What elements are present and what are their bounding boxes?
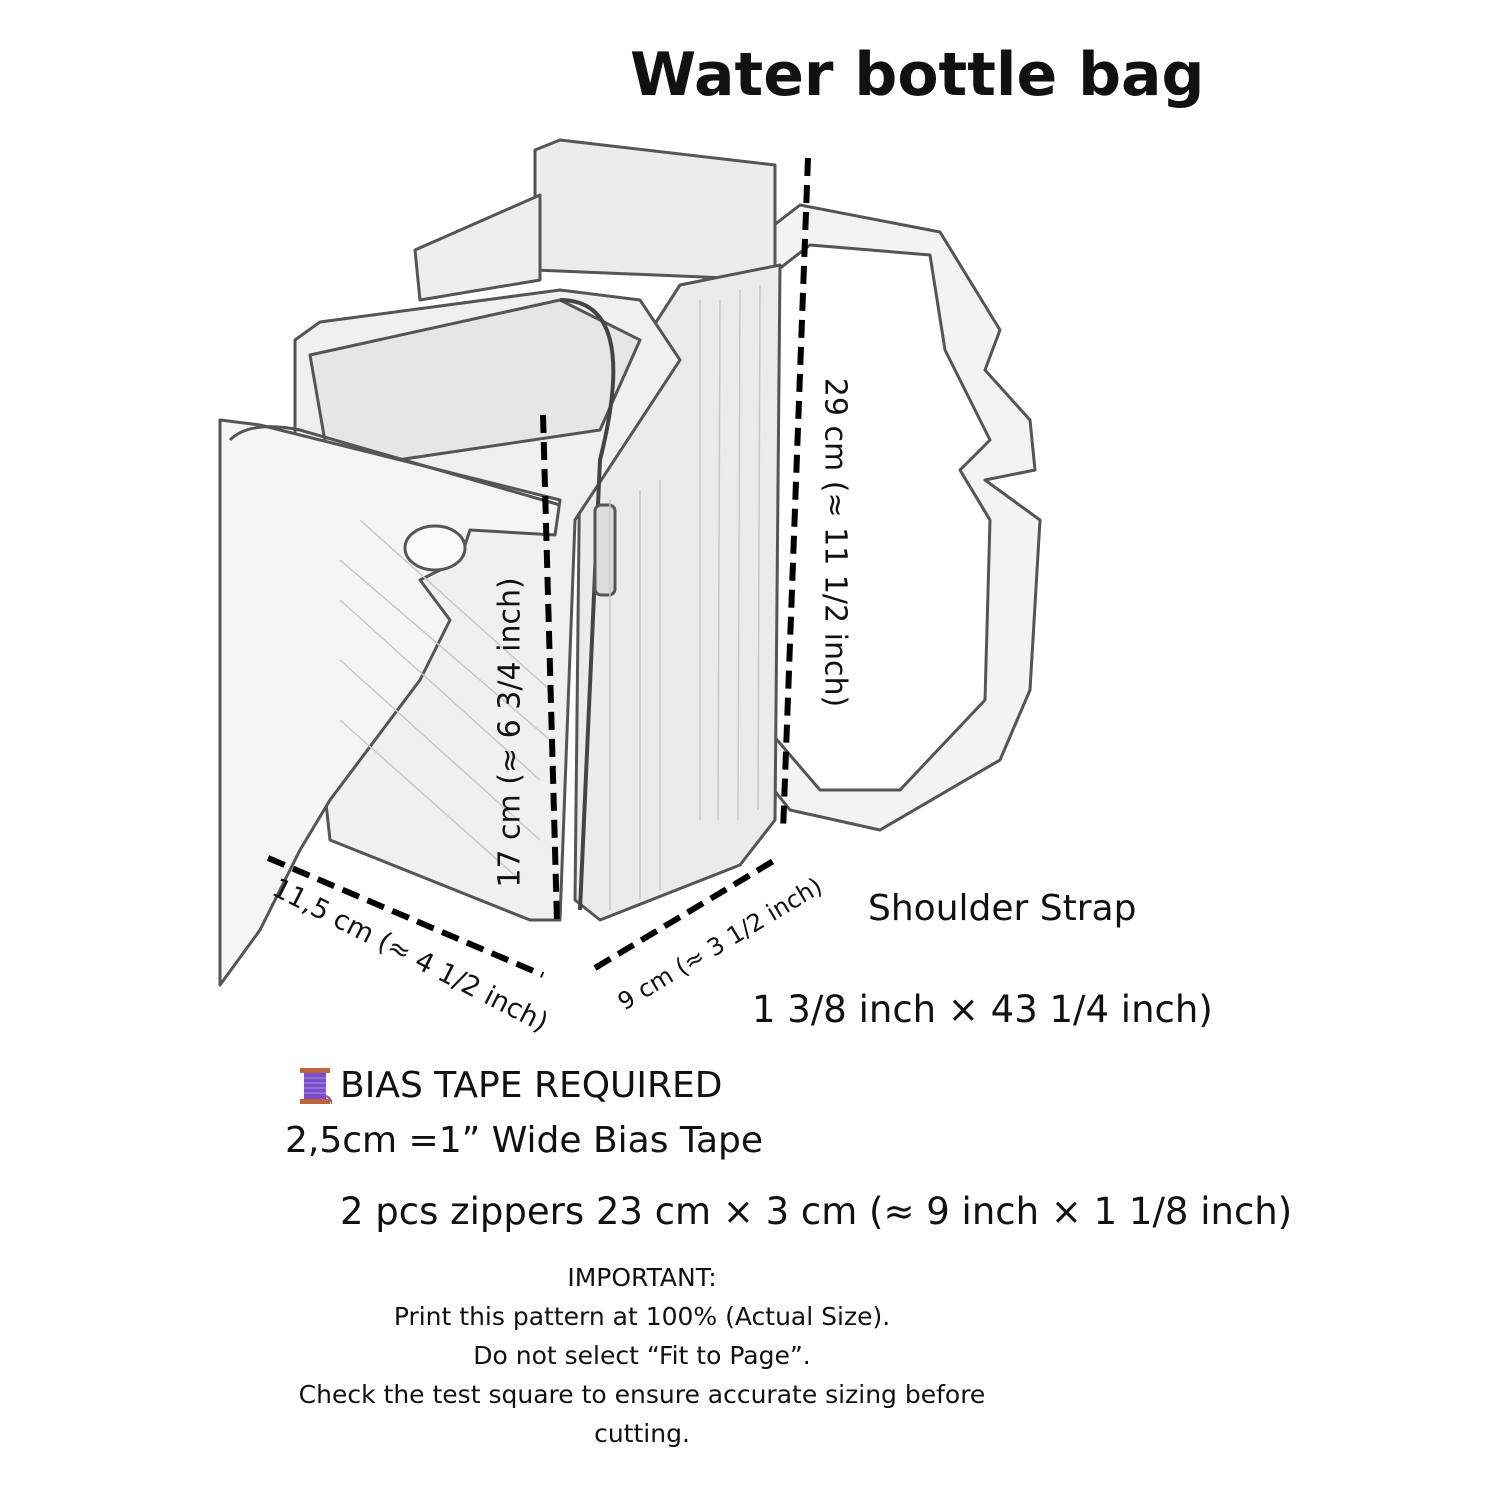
shoulder-strap-label: Shoulder Strap (868, 888, 1137, 929)
dimension-line-11cm (266, 855, 545, 978)
dimension-line-29cm (780, 157, 811, 833)
height-front-label: 17 cm (≈ 6 3/4 inch) (492, 577, 528, 888)
important-heading: IMPORTANT: (567, 1263, 717, 1292)
zippers-spec: 2 pcs zippers 23 cm × 3 cm (≈ 9 inch × 1… (340, 1190, 1293, 1233)
bias-tape-width: 2,5cm =1” Wide Bias Tape (285, 1120, 764, 1161)
bottle (533, 138, 777, 282)
dimension-line-17cm (540, 414, 560, 923)
dimension-line-9cm (593, 854, 782, 971)
thread-spool-icon (300, 1067, 332, 1104)
bias-tape-heading: BIAS TAPE REQUIRED (298, 1065, 723, 1106)
instruction-line: cutting. (594, 1419, 690, 1448)
instruction-line: Check the test square to ensure accurate… (298, 1380, 986, 1409)
bias-tape-heading-text: BIAS TAPE REQUIRED (340, 1065, 723, 1106)
instruction-line: Print this pattern at 100% (Actual Size)… (393, 1302, 891, 1331)
page-title: Water bottle bag (630, 40, 1205, 110)
instruction-line: Do not select “Fit to Page”. (473, 1341, 811, 1370)
print-instructions: IMPORTANT: Print this pattern at 100% (A… (242, 1258, 1042, 1453)
zipper-pull (593, 503, 617, 597)
shoulder-strap-size: 1 3/8 inch × 43 1/4 inch) (752, 988, 1213, 1031)
height-total-label: 29 cm (≈ 11 1/2 inch) (817, 377, 853, 708)
